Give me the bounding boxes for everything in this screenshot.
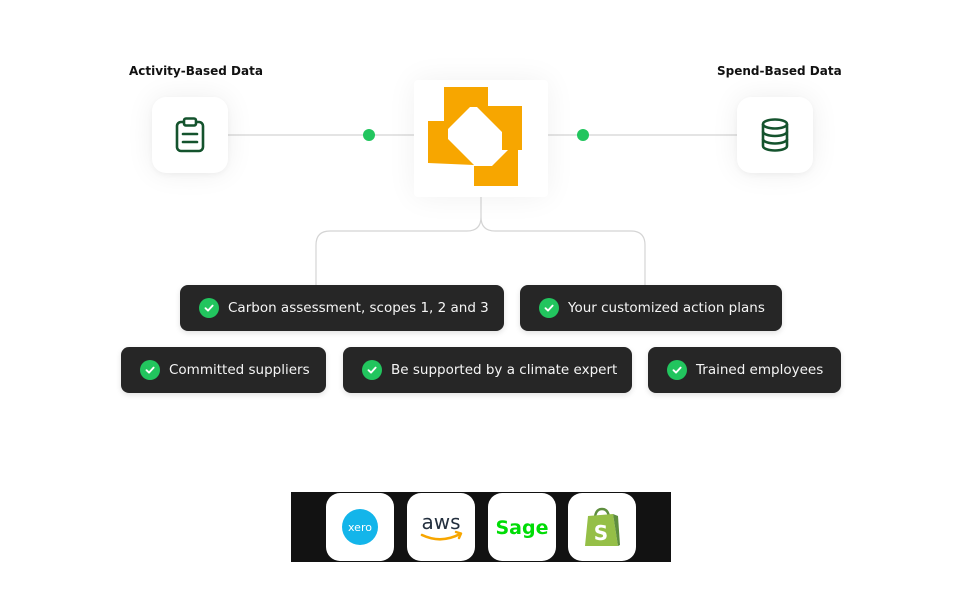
check-icon [667,360,687,380]
brand-logo [428,87,522,186]
feature-label: Committed suppliers [169,362,310,378]
feature-action-plans: Your customized action plans [520,285,782,331]
spend-data-label: Spend-Based Data [717,64,842,78]
svg-text:xero: xero [348,521,372,534]
feature-label: Be supported by a climate expert [391,362,618,378]
check-icon [362,360,382,380]
activity-data-label: Activity-Based Data [129,64,263,78]
sage-logo-icon: Sage [496,517,549,539]
shopify-bag-icon: S [585,507,620,546]
feature-carbon-assessment: Carbon assessment, scopes 1, 2 and 3 [180,285,504,331]
feature-committed-suppliers: Committed suppliers [121,347,326,393]
check-icon [140,360,160,380]
xero-app-tile: xero [326,493,394,561]
check-icon [199,298,219,318]
xero-logo-icon: xero [342,509,378,545]
check-icon [539,298,559,318]
center-logo-card [414,80,548,197]
feature-climate-expert: Be supported by a climate expert [343,347,632,393]
feature-trained-employees: Trained employees [648,347,841,393]
connector-dot-left [363,129,375,141]
feature-label: Trained employees [696,362,824,378]
feature-label: Your customized action plans [568,300,765,316]
feature-label: Carbon assessment, scopes 1, 2 and 3 [228,300,489,316]
spend-data-card [737,97,813,173]
connector-tree [315,197,646,285]
activity-data-card [152,97,228,173]
connector-dot-right [577,129,589,141]
shopify-app-tile: S [568,493,636,561]
aws-app-tile: aws [407,493,475,561]
aws-logo-icon: aws [420,510,463,541]
svg-text:aws: aws [421,510,460,534]
sage-app-tile: Sage [488,493,556,561]
clipboard-icon [175,117,205,153]
svg-text:Sage: Sage [496,517,549,539]
svg-text:S: S [594,521,608,545]
database-icon [761,118,789,152]
